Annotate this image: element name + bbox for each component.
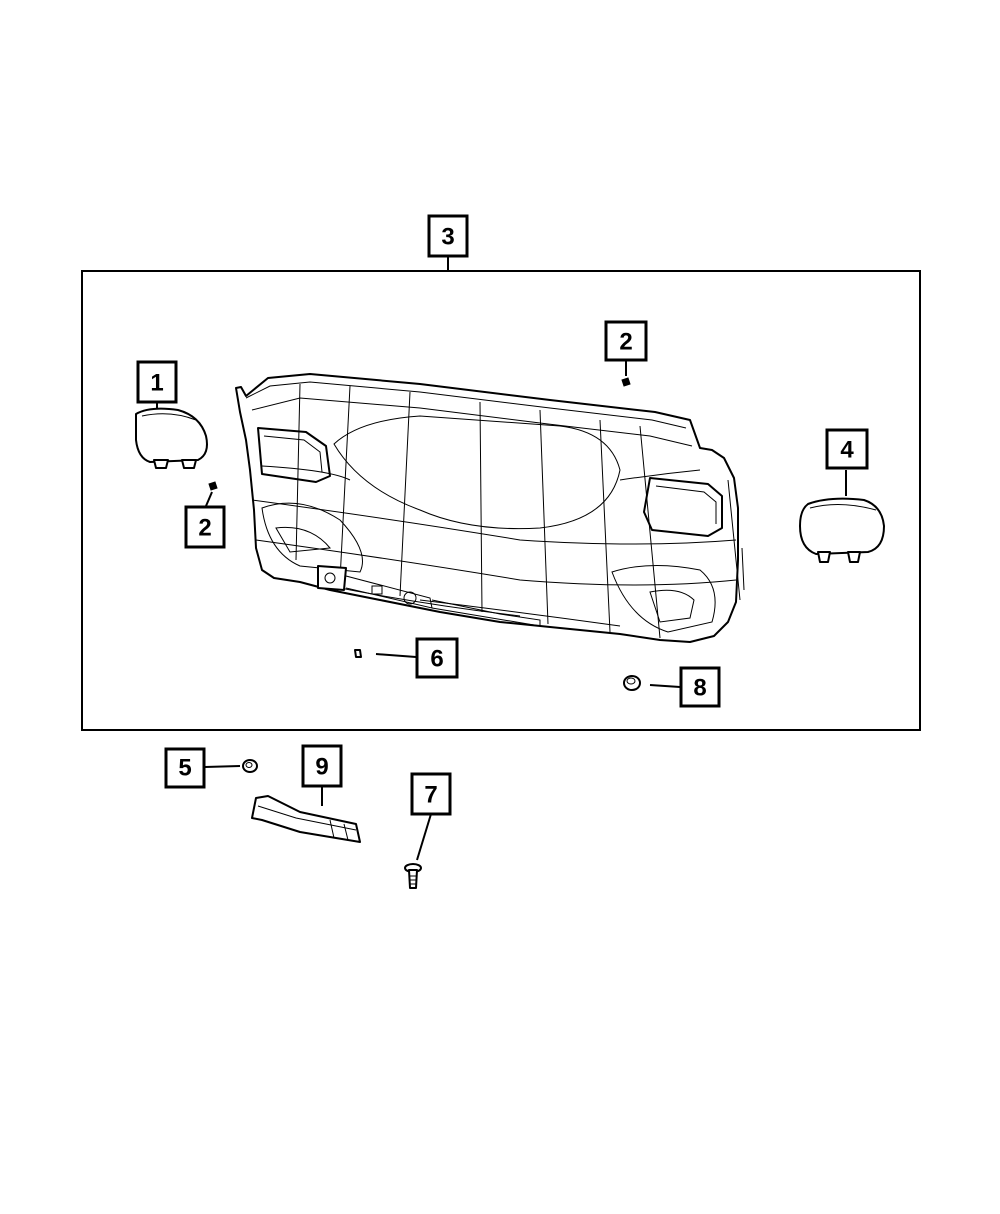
part-7-bolt — [404, 863, 422, 889]
liftgate-trim-panel — [235, 373, 745, 643]
part-6-clip — [354, 649, 362, 658]
callout-6: 6 — [375, 637, 459, 679]
callout-5: 5 — [164, 747, 241, 789]
callout-2-lower-label: 2 — [198, 515, 211, 542]
callout-9-label: 9 — [315, 754, 328, 781]
callout-4-label: 4 — [840, 437, 854, 464]
part-1-left-lamp — [135, 407, 208, 469]
callout-5-label: 5 — [178, 755, 191, 782]
callout-8: 8 — [649, 666, 721, 708]
callout-9: 9 — [301, 744, 343, 806]
callout-2-upper-label: 2 — [619, 329, 632, 356]
callout-3: 3 — [427, 214, 469, 271]
part-5-nut — [242, 759, 258, 773]
part-2-retainer-lower — [208, 481, 218, 491]
part-9-bracket — [251, 795, 361, 843]
callout-2-upper: 2 — [604, 320, 648, 376]
assembly-frame — [81, 270, 921, 731]
callout-6-label: 6 — [430, 646, 443, 673]
callout-7-label: 7 — [424, 782, 437, 809]
part-2-retainer-upper — [621, 377, 631, 387]
part-4-right-lamp — [799, 497, 885, 563]
callout-8-label: 8 — [693, 675, 706, 702]
part-8-bumper — [623, 675, 641, 691]
callout-2-lower: 2 — [184, 491, 226, 549]
callout-4: 4 — [825, 428, 869, 496]
callout-1: 1 — [136, 360, 178, 408]
callout-1-label: 1 — [150, 370, 163, 397]
callout-3-label: 3 — [441, 224, 454, 251]
callout-7: 7 — [410, 772, 452, 861]
